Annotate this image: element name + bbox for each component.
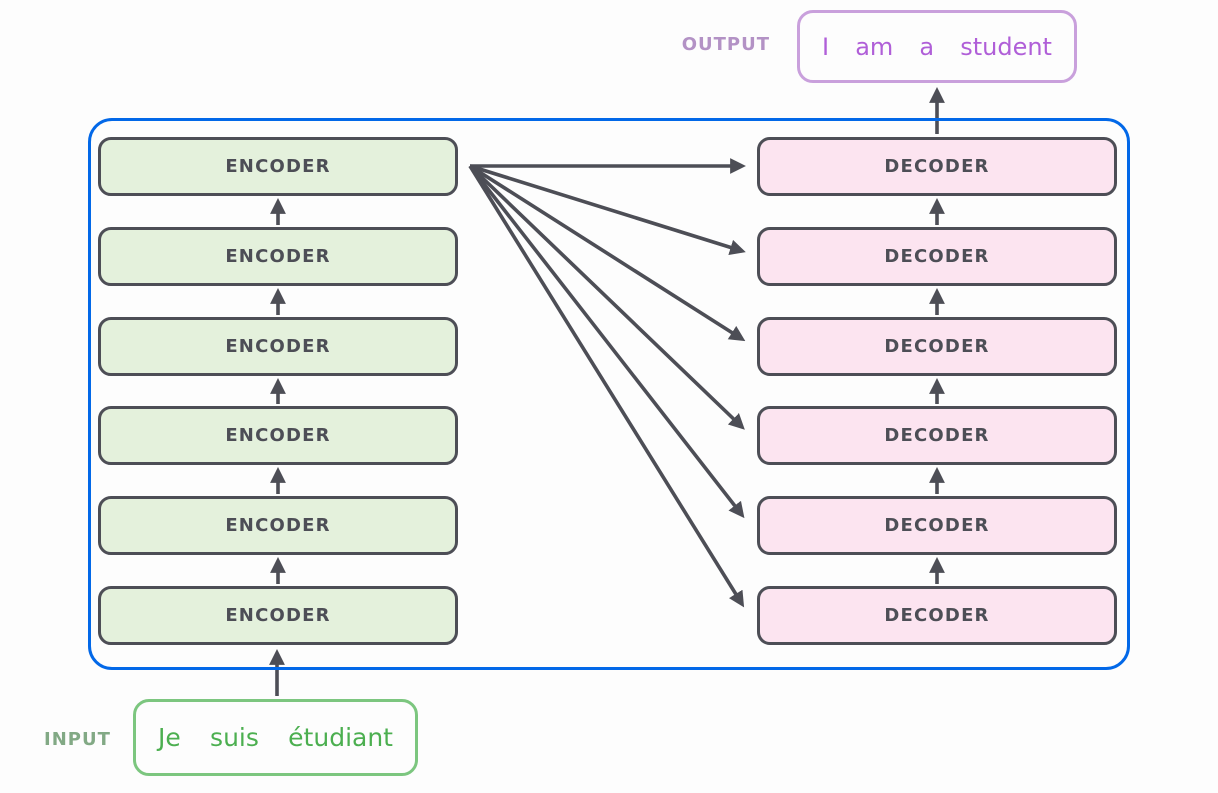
encoder-block-6: ENCODER <box>98 586 458 645</box>
input-sentence-box: Je suis étudiant <box>133 699 418 776</box>
input-word: suis <box>210 723 259 752</box>
output-label: OUTPUT <box>681 34 770 55</box>
decoder-block-2: DECODER <box>757 227 1117 286</box>
decoder-block-5: DECODER <box>757 496 1117 555</box>
input-word: étudiant <box>288 723 393 752</box>
model-container <box>88 118 1130 670</box>
output-word: a <box>919 32 935 61</box>
decoder-block-3: DECODER <box>757 317 1117 376</box>
input-label: INPUT <box>44 729 111 750</box>
encoder-block-4: ENCODER <box>98 406 458 465</box>
encoder-block-3: ENCODER <box>98 317 458 376</box>
encoder-block-5: ENCODER <box>98 496 458 555</box>
output-word: student <box>960 32 1052 61</box>
output-sentence-box: I am a student <box>797 10 1077 83</box>
decoder-block-1: DECODER <box>757 137 1117 196</box>
encoder-block-2: ENCODER <box>98 227 458 286</box>
decoder-block-4: DECODER <box>757 406 1117 465</box>
output-word: am <box>855 32 894 61</box>
encoder-block-1: ENCODER <box>98 137 458 196</box>
input-word: Je <box>158 723 181 752</box>
decoder-block-6: DECODER <box>757 586 1117 645</box>
output-word: I <box>822 32 830 61</box>
